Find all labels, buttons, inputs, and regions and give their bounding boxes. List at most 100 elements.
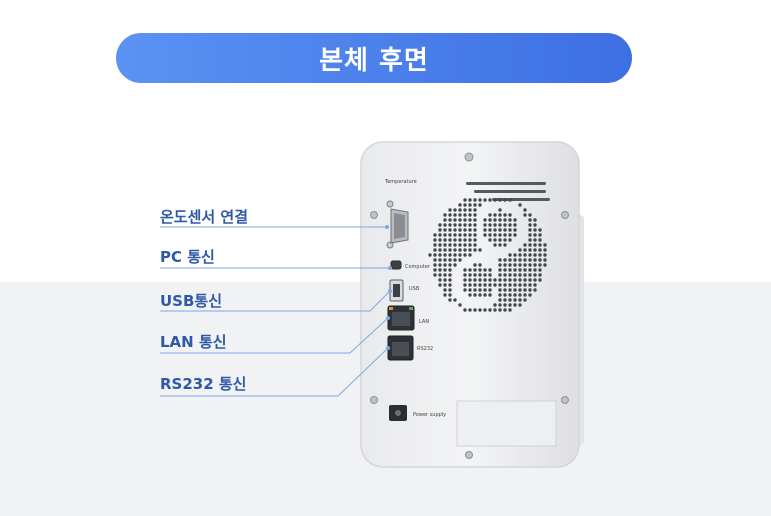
grille-hole xyxy=(443,238,447,242)
grille-hole xyxy=(463,218,467,222)
grille-hole xyxy=(443,228,447,232)
grille-hole xyxy=(543,253,547,257)
grille-hole xyxy=(483,223,487,227)
grille-hole xyxy=(533,283,537,287)
grille-hole xyxy=(478,263,482,267)
grille-hole xyxy=(478,273,482,277)
grille-hole xyxy=(513,228,517,232)
grille-hole xyxy=(518,263,522,267)
device-label-temperature: Temperature xyxy=(384,179,417,185)
grille-hole xyxy=(513,303,517,307)
grille-hole xyxy=(513,223,517,227)
grille-hole xyxy=(523,213,527,217)
grille-hole xyxy=(448,283,452,287)
grille-hole xyxy=(498,263,502,267)
grille-hole xyxy=(463,288,467,292)
grille-hole xyxy=(518,283,522,287)
grille-hole xyxy=(443,213,447,217)
grille-hole xyxy=(473,248,477,252)
grille-hole xyxy=(463,198,467,202)
grille-hole xyxy=(473,208,477,212)
grille-hole xyxy=(473,233,477,237)
grille-hole xyxy=(438,273,442,277)
grille-hole xyxy=(438,268,442,272)
grille-hole xyxy=(473,223,477,227)
grille-hole xyxy=(508,278,512,282)
grille-hole xyxy=(478,268,482,272)
grille-hole xyxy=(523,243,527,247)
grille-hole xyxy=(468,208,472,212)
grille-hole xyxy=(443,253,447,257)
grille-hole xyxy=(518,293,522,297)
grille-hole xyxy=(458,208,462,212)
grille-hole xyxy=(478,308,482,312)
grille-hole xyxy=(468,218,472,222)
grille-hole xyxy=(518,273,522,277)
grille-hole xyxy=(473,228,477,232)
grille-hole xyxy=(503,213,507,217)
grille-hole xyxy=(468,213,472,217)
grille-hole xyxy=(473,218,477,222)
grille-hole xyxy=(433,243,437,247)
label-temperature-sensor: 온도센서 연결 xyxy=(160,208,249,226)
grille-hole xyxy=(468,233,472,237)
grille-hole xyxy=(503,258,507,262)
grille-hole xyxy=(458,248,462,252)
grille-hole xyxy=(498,283,502,287)
label-rs232-communication: RS232 통신 xyxy=(160,375,247,393)
grille-hole xyxy=(443,258,447,262)
grille-hole xyxy=(443,263,447,267)
grille-hole xyxy=(473,308,477,312)
grille-hole xyxy=(533,288,537,292)
grille-hole xyxy=(513,298,517,302)
grille-hole xyxy=(518,298,522,302)
lan-led-left xyxy=(389,307,393,310)
device-label-power: Power supply xyxy=(413,412,446,418)
grille-hole xyxy=(453,263,457,267)
grille-hole xyxy=(508,298,512,302)
grille-hole xyxy=(498,233,502,237)
grille-hole xyxy=(468,253,472,257)
grille-hole xyxy=(528,238,532,242)
grille-hole xyxy=(458,253,462,257)
grille-hole xyxy=(498,268,502,272)
label-usb-communication: USB통신 xyxy=(160,292,223,310)
grille-hole xyxy=(478,248,482,252)
grille-hole xyxy=(473,203,477,207)
grille-hole xyxy=(443,293,447,297)
grille-hole xyxy=(503,243,507,247)
grille-hole xyxy=(448,258,452,262)
grille-hole xyxy=(443,233,447,237)
grille-hole xyxy=(458,228,462,232)
grille-hole xyxy=(468,248,472,252)
grille-hole xyxy=(468,278,472,282)
grille-hole xyxy=(488,278,492,282)
grille-hole xyxy=(433,263,437,267)
grille-hole xyxy=(533,223,537,227)
grille-hole xyxy=(528,213,532,217)
grille-hole xyxy=(443,283,447,287)
grille-hole xyxy=(438,283,442,287)
grille-hole xyxy=(448,213,452,217)
label-lan-communication: LAN 통신 xyxy=(160,333,227,351)
grille-hole xyxy=(443,248,447,252)
grille-hole xyxy=(528,293,532,297)
label-pc-communication: PC 통신 xyxy=(160,248,215,266)
grille-hole xyxy=(453,253,457,257)
grille-hole xyxy=(483,233,487,237)
grille-hole xyxy=(518,258,522,262)
grille-hole xyxy=(458,233,462,237)
grille-hole xyxy=(453,233,457,237)
grille-hole xyxy=(453,218,457,222)
grille-hole xyxy=(523,263,527,267)
grille-hole xyxy=(518,248,522,252)
grille-hole xyxy=(508,258,512,262)
grille-hole xyxy=(483,293,487,297)
lan-port-inner xyxy=(392,312,410,326)
grille-hole xyxy=(478,278,482,282)
grille-hole xyxy=(468,273,472,277)
grille-hole xyxy=(483,268,487,272)
grille-hole xyxy=(493,233,497,237)
grille-hole xyxy=(463,228,467,232)
grille-hole xyxy=(488,273,492,277)
